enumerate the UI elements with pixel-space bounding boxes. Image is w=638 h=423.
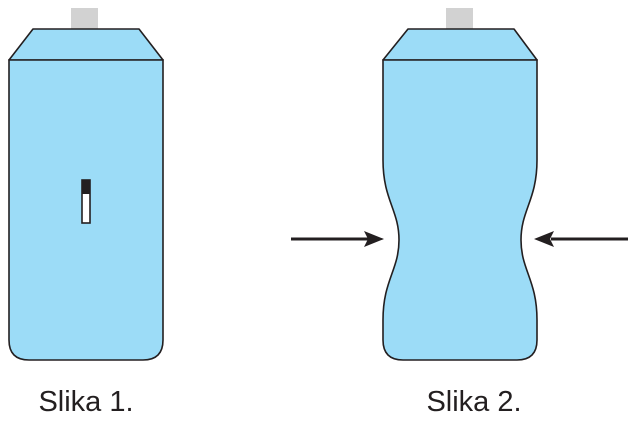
bottle-2-shoulder — [382, 28, 538, 61]
figure-1-caption: Slika 1. — [38, 386, 133, 418]
figure-2 — [291, 8, 628, 361]
figure-1 — [8, 8, 164, 361]
bottle-2-cap — [446, 8, 473, 29]
arrow-left-icon — [534, 231, 554, 247]
left-force-arrow — [291, 231, 384, 247]
dropper-icon — [81, 179, 91, 224]
arrow-right-icon — [364, 231, 384, 247]
bottle-1-shoulder — [8, 28, 164, 61]
bottle-2-body — [382, 59, 538, 361]
figure-2-caption: Slika 2. — [426, 386, 521, 418]
bottle-1-cap — [71, 8, 98, 29]
right-force-arrow — [534, 231, 628, 247]
